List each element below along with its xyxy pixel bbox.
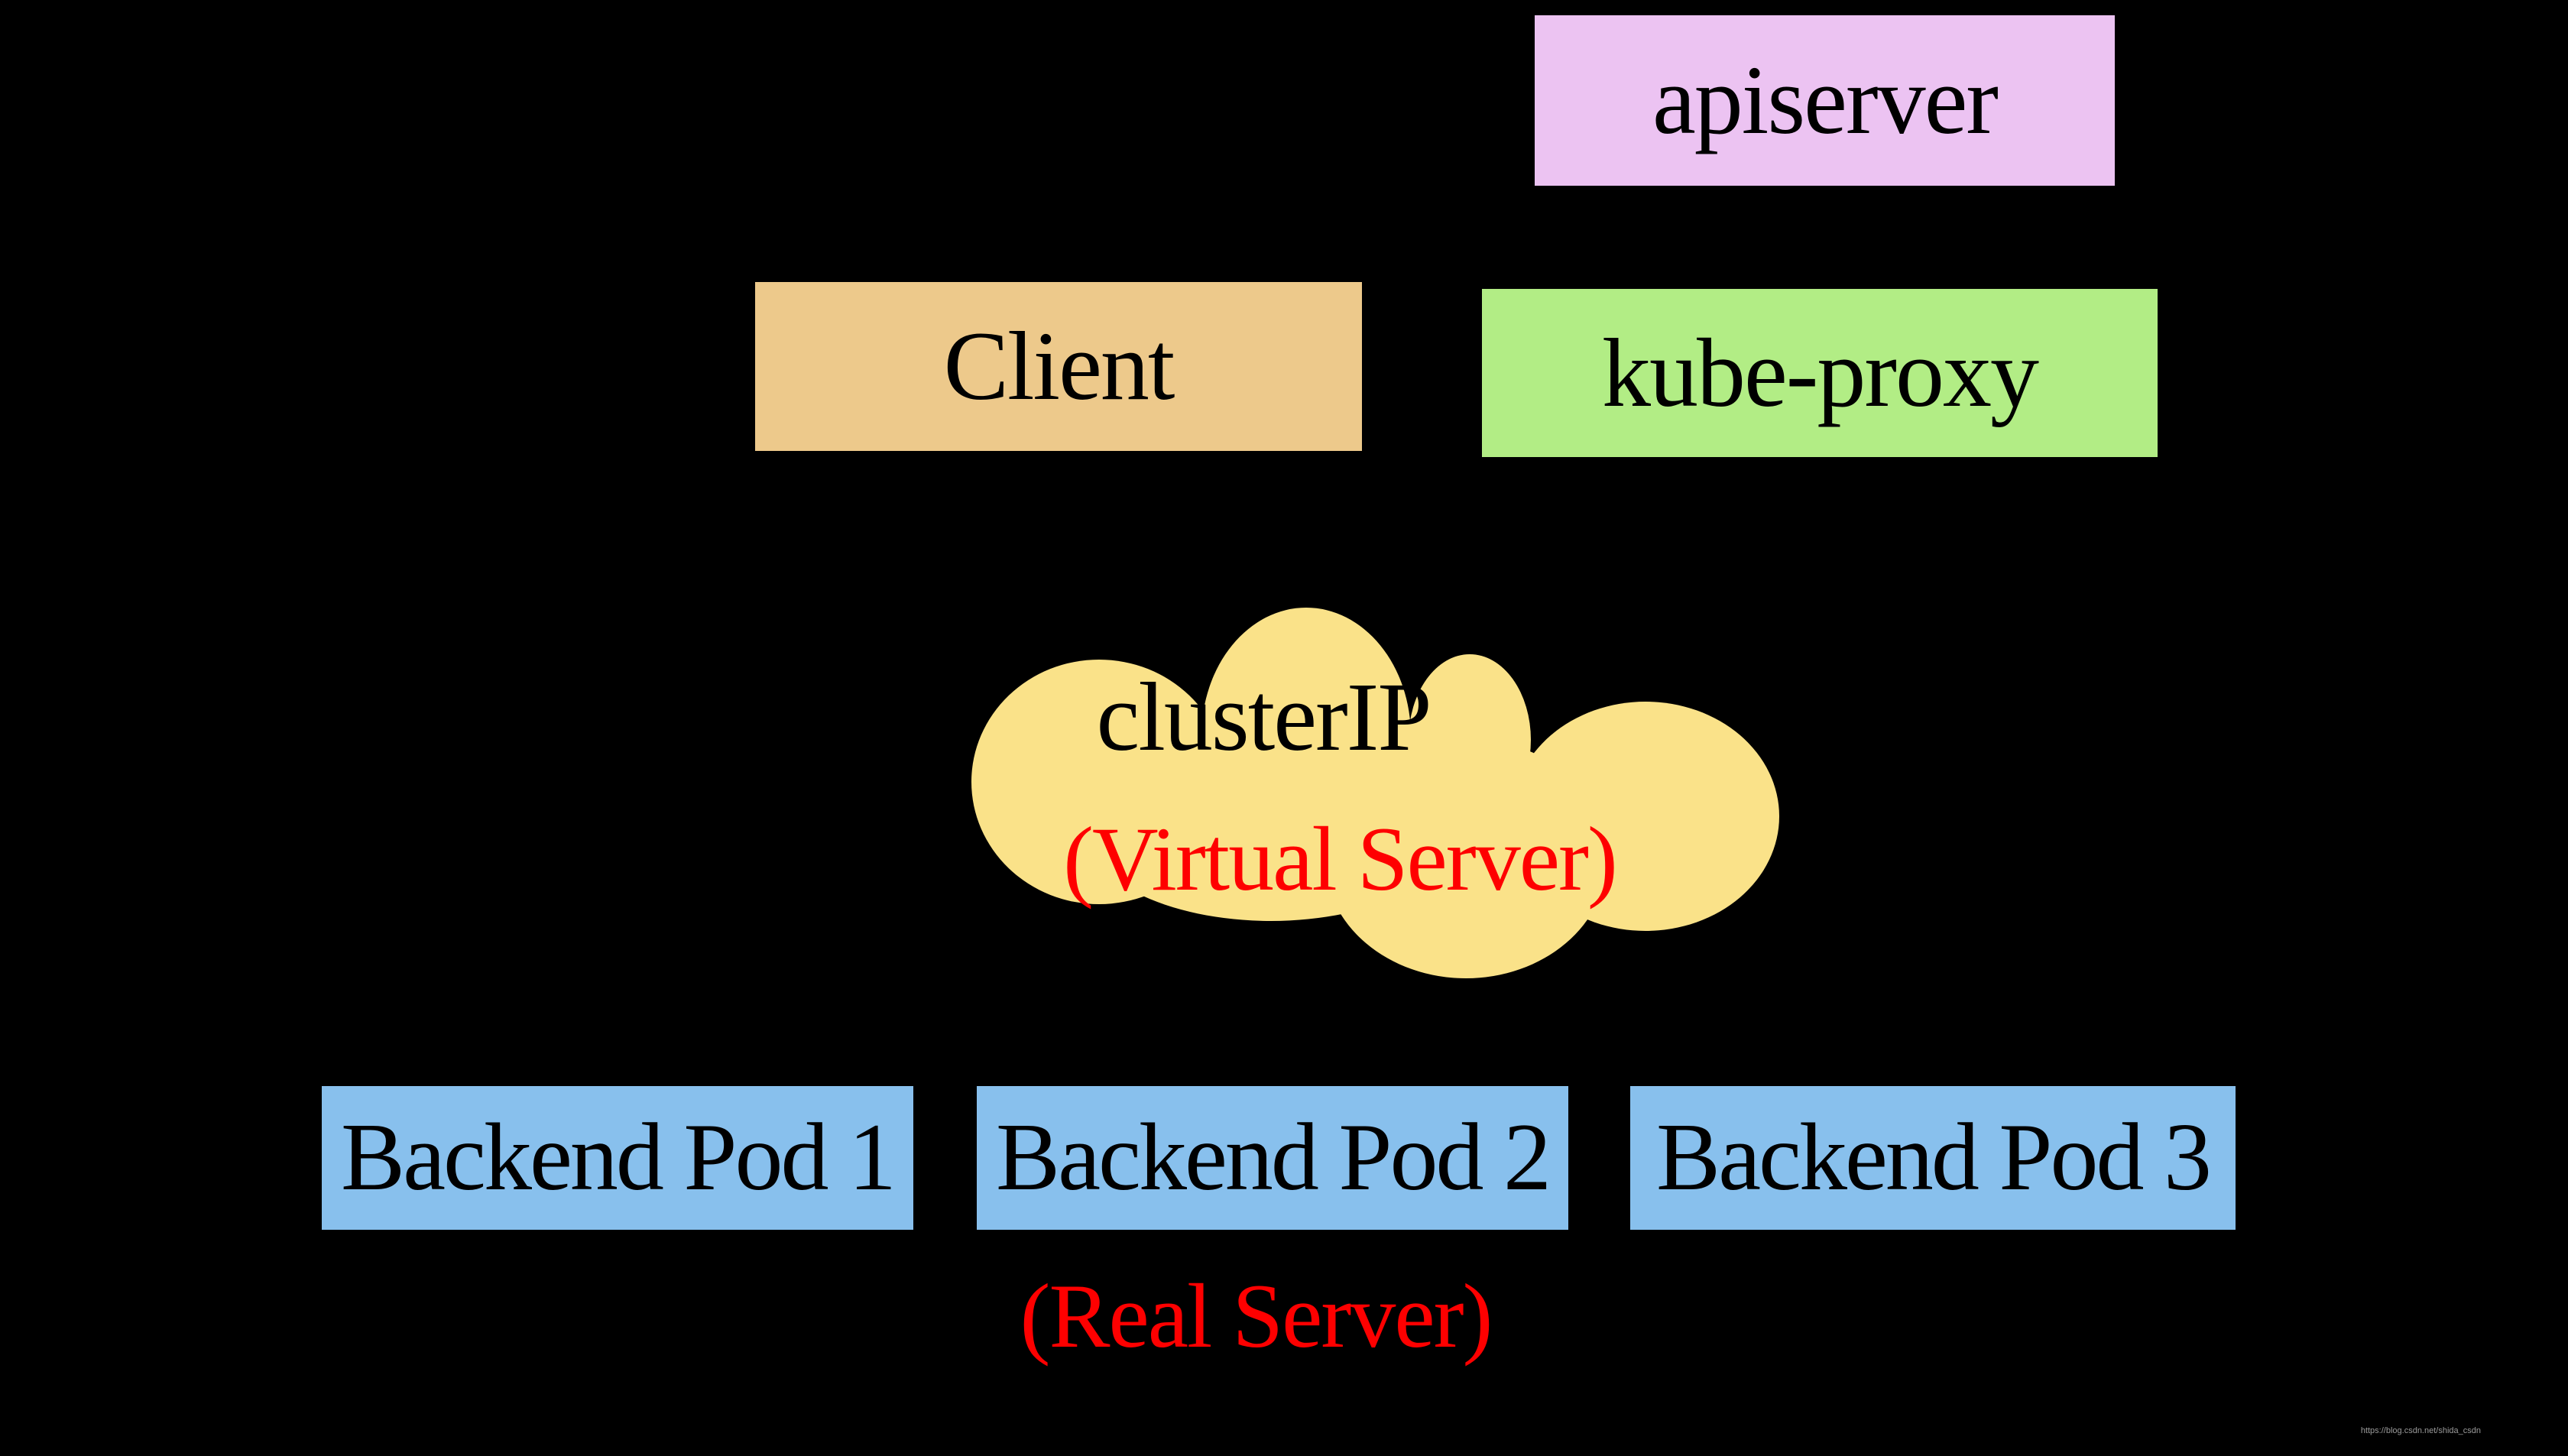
virtual-server-label: (Virtual Server) (1063, 808, 1618, 910)
client-label: Client (943, 312, 1175, 420)
kube-proxy-label: kube-proxy (1601, 318, 2039, 427)
node-apiserver: apiserver (1535, 15, 2115, 186)
backend-pod-1-label: Backend Pod 1 (341, 1104, 897, 1211)
node-backend-pod-3: Backend Pod 3 (1630, 1086, 2236, 1230)
node-backend-pod-2: Backend Pod 2 (977, 1086, 1568, 1230)
backend-pod-3-label: Backend Pod 3 (1656, 1104, 2212, 1211)
watermark-url: https://blog.csdn.net/shida_csdn (2360, 1426, 2481, 1435)
cluster-ip-label: clusterIP (1096, 663, 1432, 771)
backend-pod-2-label: Backend Pod 2 (996, 1104, 1552, 1211)
node-client: Client (755, 282, 1362, 451)
apiserver-label: apiserver (1652, 46, 1999, 154)
cluster-ip-cloud (971, 608, 1779, 978)
node-kube-proxy: kube-proxy (1482, 289, 2158, 457)
cloud-shape (971, 608, 1779, 978)
real-server-caption: (Real Server) (1020, 1265, 1493, 1367)
node-backend-pod-1: Backend Pod 1 (322, 1086, 913, 1230)
